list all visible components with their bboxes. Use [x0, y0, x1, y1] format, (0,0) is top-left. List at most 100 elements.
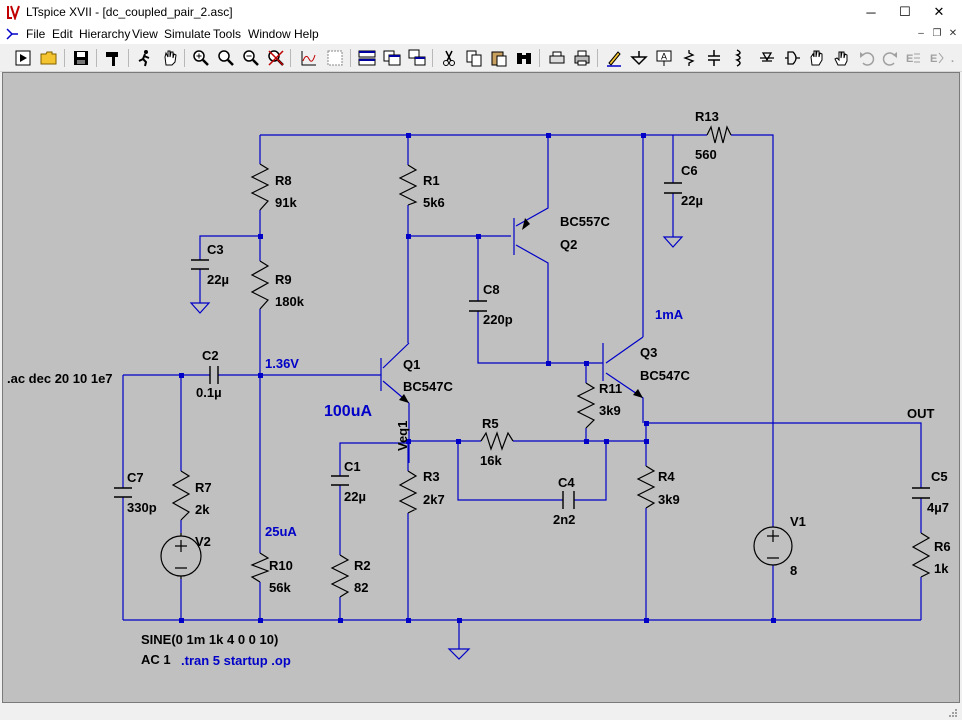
r1-name[interactable]: R1 — [423, 173, 440, 188]
pan-icon[interactable] — [215, 47, 237, 69]
run-simulation-icon[interactable] — [134, 47, 156, 69]
r10-value[interactable]: 56k — [269, 580, 291, 595]
move-hand-icon[interactable] — [806, 47, 828, 69]
zoom-fit-icon[interactable] — [265, 47, 287, 69]
menu-help[interactable]: Help — [294, 27, 319, 41]
r13-name[interactable]: R13 — [695, 109, 719, 124]
resize-grip-icon[interactable] — [946, 706, 958, 718]
diode-icon[interactable] — [756, 47, 778, 69]
ground-icon[interactable] — [628, 47, 650, 69]
rotate-icon[interactable]: Ε — [902, 47, 924, 69]
open-folder-icon[interactable] — [38, 47, 60, 69]
close-button[interactable]: ✕ — [933, 4, 945, 19]
c6-name[interactable]: C6 — [681, 163, 698, 178]
c8-value[interactable]: 220p — [483, 312, 513, 327]
redo-icon[interactable] — [879, 47, 901, 69]
r2-value[interactable]: 82 — [354, 580, 369, 595]
v2-name[interactable]: V2 — [195, 534, 211, 549]
r11-name[interactable]: R11 — [599, 381, 623, 396]
q3-current-annotation[interactable]: 1mA — [655, 307, 684, 322]
tile-horizontal-icon[interactable] — [356, 47, 378, 69]
r5-value[interactable]: 16k — [480, 453, 502, 468]
menu-hierarchy[interactable]: Hierarchy — [79, 27, 131, 41]
out-net-label[interactable]: OUT — [907, 406, 935, 421]
r7-name[interactable]: R7 — [195, 480, 212, 495]
mirror-icon[interactable]: Ε — [926, 47, 948, 69]
mdi-minimize-button[interactable]: – — [918, 28, 924, 39]
q2-name[interactable]: Q2 — [560, 237, 578, 252]
undo-icon[interactable] — [856, 47, 878, 69]
tile-vertical-icon[interactable] — [381, 47, 403, 69]
r8-value[interactable]: 91k — [275, 195, 297, 210]
zoom-in-icon[interactable] — [190, 47, 212, 69]
draw-wire-pencil-icon[interactable] — [603, 47, 625, 69]
divider-current-annotation[interactable]: 25uA — [265, 524, 297, 539]
component-icon[interactable] — [781, 47, 803, 69]
c1-name[interactable]: C1 — [344, 459, 361, 474]
veq1-net-label[interactable]: Veq1 — [395, 420, 410, 451]
maximize-button[interactable]: ☐ — [899, 4, 911, 19]
v1-value[interactable]: 8 — [790, 563, 798, 578]
schematic-canvas[interactable]: R8 91k R9 180k C3 22µ R1 5k6 BC557C Q2 C… — [2, 72, 960, 703]
menu-file[interactable]: File — [26, 27, 46, 41]
new-schematic-icon[interactable] — [12, 47, 34, 69]
r7-value[interactable]: 2k — [195, 502, 210, 517]
r3-name[interactable]: R3 — [423, 469, 440, 484]
c2-value[interactable]: 0.1µ — [196, 385, 222, 400]
mdi-restore-button[interactable]: ❐ — [932, 28, 942, 39]
paste-icon[interactable] — [488, 47, 510, 69]
r6-name[interactable]: R6 — [934, 539, 951, 554]
copy-icon[interactable] — [463, 47, 485, 69]
v1-name[interactable]: V1 — [790, 514, 806, 529]
waveform-window-icon[interactable] — [324, 47, 346, 69]
r10-name[interactable]: R10 — [269, 558, 293, 573]
r6-value[interactable]: 1k — [934, 561, 949, 576]
mdi-close-button[interactable]: ✕ — [948, 28, 958, 39]
q1-name[interactable]: Q1 — [403, 357, 421, 372]
q1-model[interactable]: BC547C — [403, 379, 453, 394]
c6-value[interactable]: 22µ — [681, 193, 703, 208]
print-icon[interactable] — [571, 47, 593, 69]
c7-value[interactable]: 330p — [127, 500, 157, 515]
r2-name[interactable]: R2 — [354, 558, 371, 573]
r4-value[interactable]: 3k9 — [658, 492, 680, 507]
menu-simulate[interactable]: Simulate — [164, 27, 211, 41]
print-setup-icon[interactable] — [546, 47, 568, 69]
zoom-out-icon[interactable] — [240, 47, 262, 69]
drag-hand-icon[interactable] — [831, 47, 853, 69]
v2-sine-spec[interactable]: SINE(0 1m 1k 4 0 0 10) — [141, 632, 279, 647]
inductor-icon[interactable] — [728, 47, 750, 69]
c1-value[interactable]: 22µ — [344, 489, 366, 504]
r8-name[interactable]: R8 — [275, 173, 292, 188]
capacitor-icon[interactable] — [703, 47, 725, 69]
minimize-button[interactable]: ─ — [866, 4, 876, 20]
menu-tools[interactable]: Tools — [213, 27, 242, 41]
tran-directive[interactable]: .tran 5 startup .op — [181, 653, 291, 668]
r1-value[interactable]: 5k6 — [423, 195, 445, 210]
c7-name[interactable]: C7 — [127, 470, 144, 485]
q3-model[interactable]: BC547C — [640, 368, 690, 383]
resistor-icon[interactable] — [678, 47, 700, 69]
spice-directive-icon[interactable]: . — [946, 47, 962, 69]
menu-view[interactable]: View — [132, 27, 158, 41]
r11-value[interactable]: 3k9 — [599, 403, 621, 418]
halt-hand-icon[interactable] — [159, 47, 181, 69]
r13-value[interactable]: 560 — [695, 147, 717, 162]
cut-scissors-icon[interactable] — [438, 47, 460, 69]
control-panel-hammer-icon[interactable] — [102, 47, 124, 69]
q2-model[interactable]: BC557C — [560, 214, 610, 229]
c8-name[interactable]: C8 — [483, 282, 500, 297]
q3-name[interactable]: Q3 — [640, 345, 658, 360]
r3-value[interactable]: 2k7 — [423, 492, 445, 507]
c5-name[interactable]: C5 — [931, 469, 948, 484]
v2-ac-spec[interactable]: AC 1 — [141, 652, 171, 667]
schematic-document-icon[interactable] — [4, 26, 20, 42]
c2-name[interactable]: C2 — [202, 348, 219, 363]
autorange-waveform-icon[interactable] — [298, 47, 320, 69]
r5-name[interactable]: R5 — [482, 416, 499, 431]
find-binoculars-icon[interactable] — [513, 47, 535, 69]
c3-value[interactable]: 22µ — [207, 272, 229, 287]
label-net-icon[interactable]: A — [653, 47, 675, 69]
q1-current-annotation[interactable]: 100uA — [324, 403, 373, 420]
menu-window[interactable]: Window — [248, 27, 291, 41]
